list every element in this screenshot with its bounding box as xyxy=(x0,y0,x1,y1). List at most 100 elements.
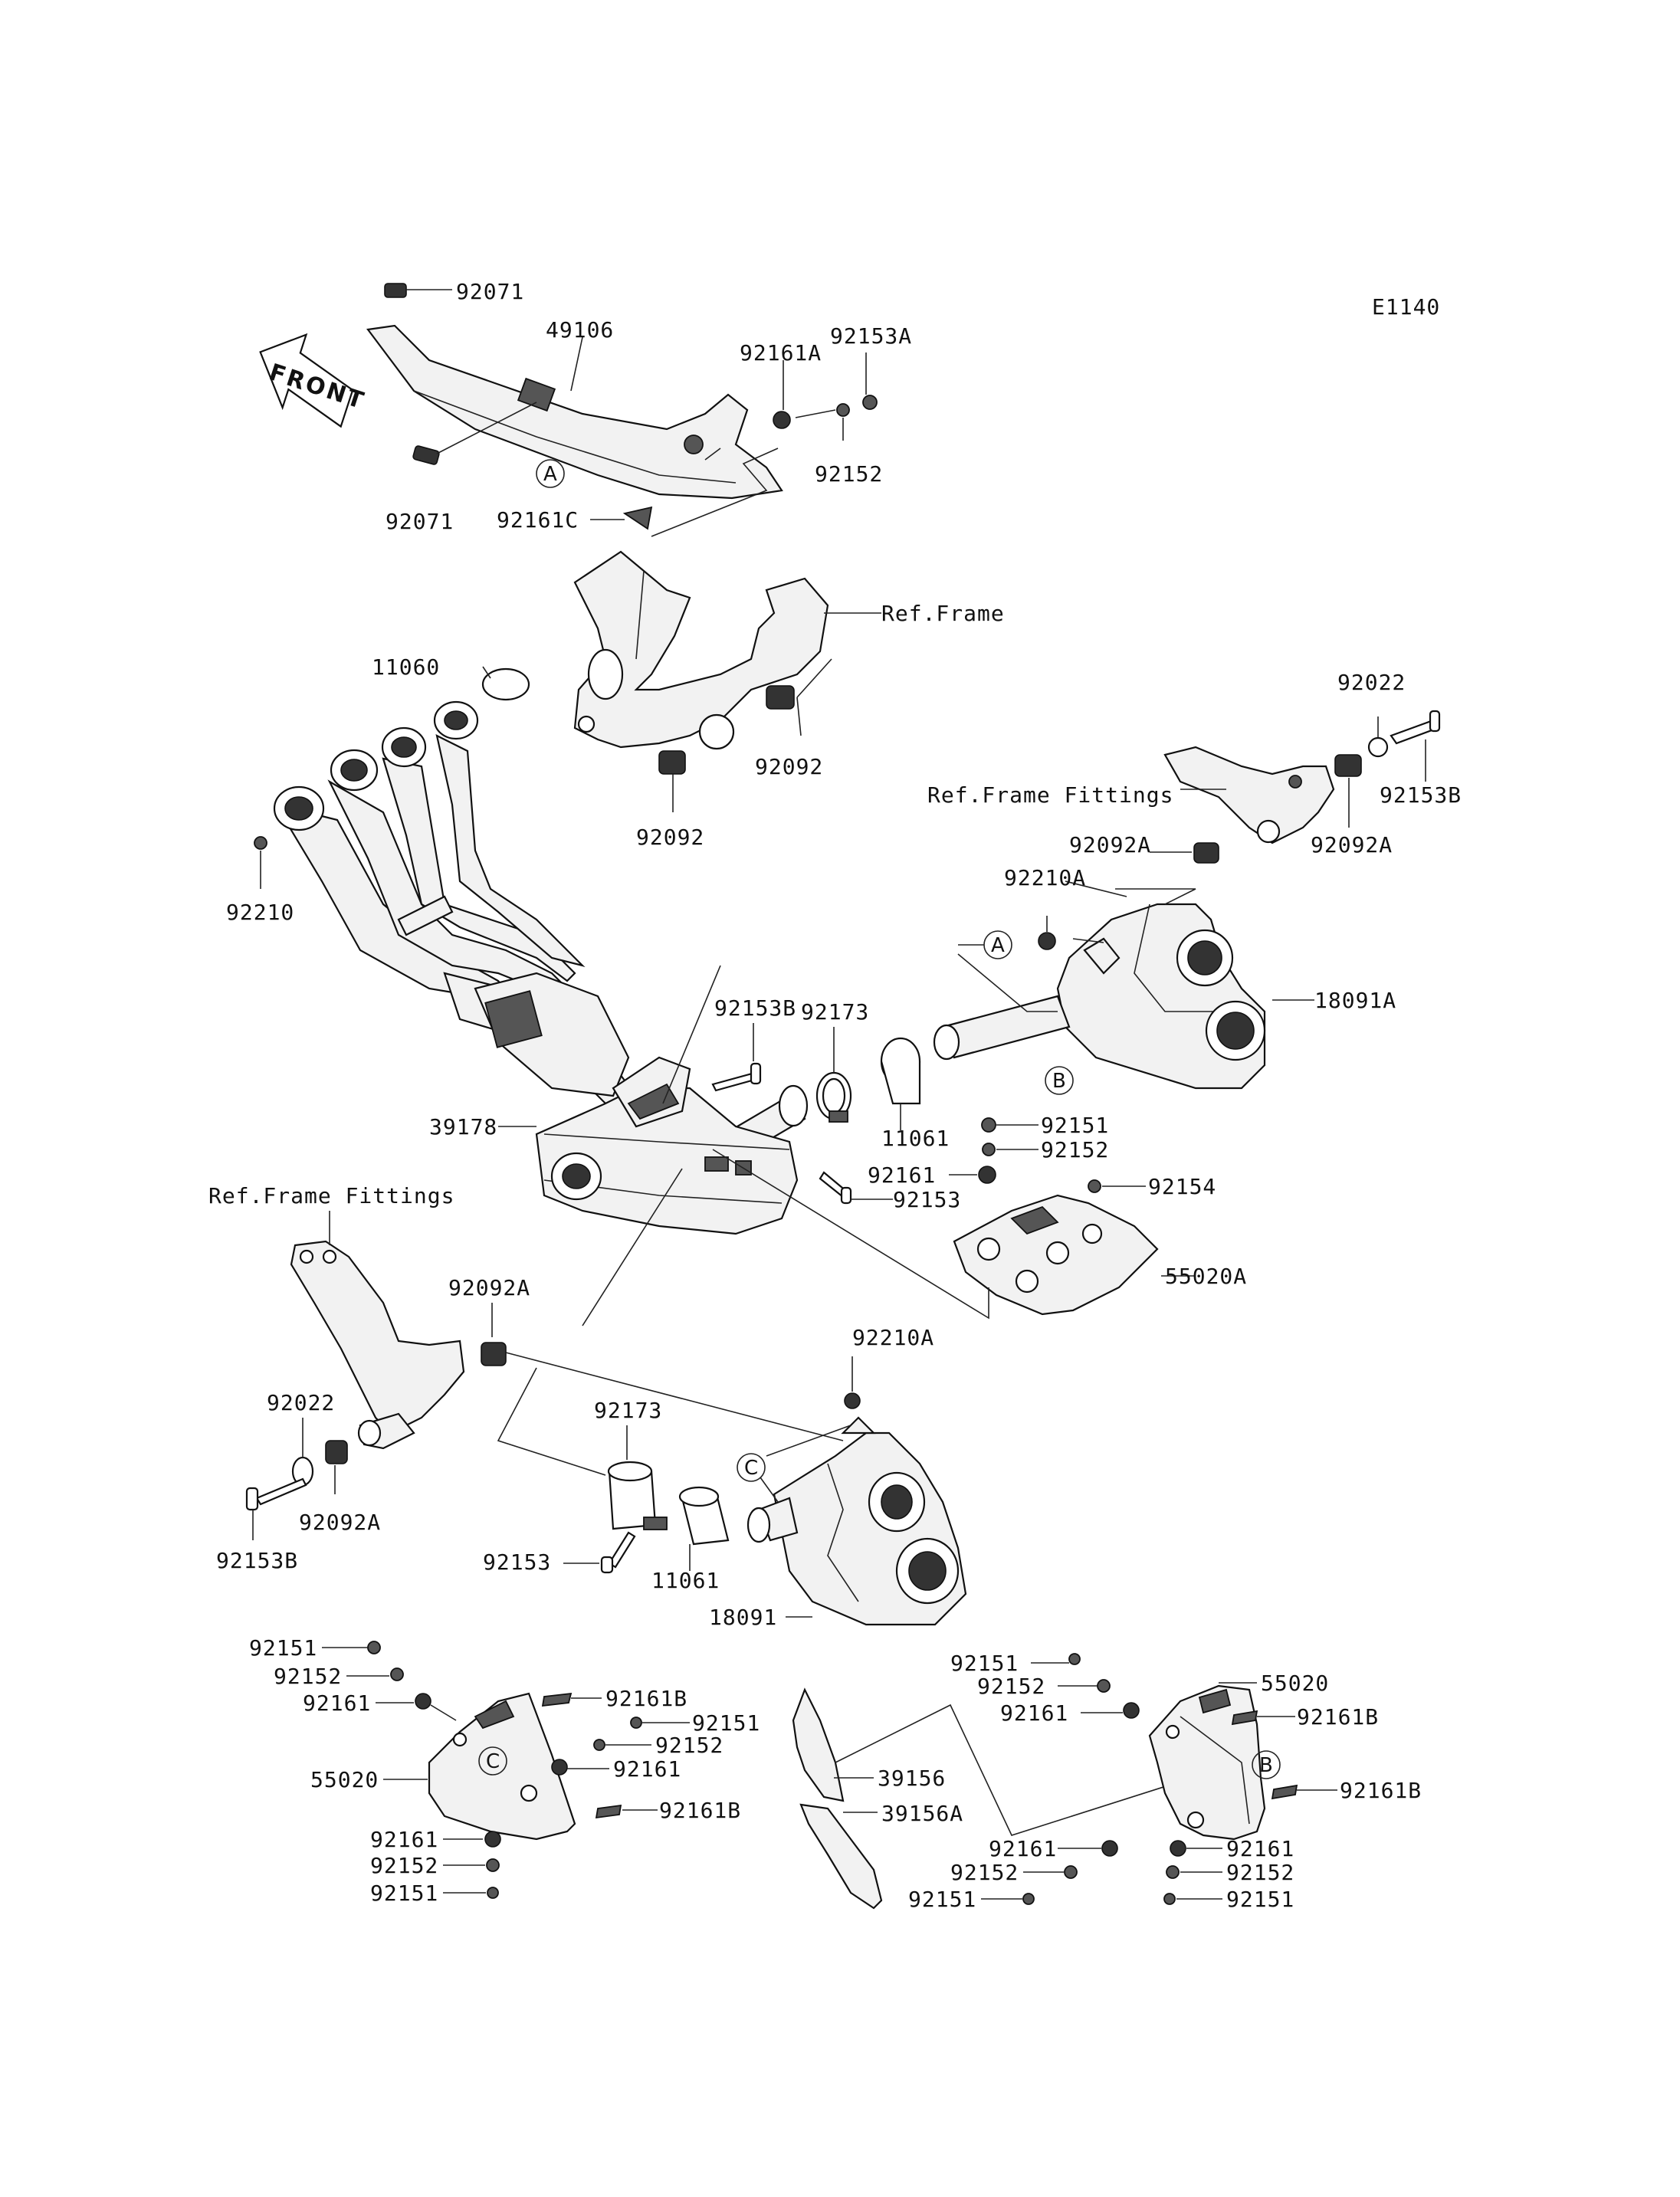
bolt-92153b-mid[interactable] xyxy=(711,1062,762,1092)
screw-92154[interactable] xyxy=(1088,1179,1101,1193)
screw-92151-br-a[interactable] xyxy=(1068,1653,1081,1665)
grommet-92161-br-c[interactable] xyxy=(1170,1840,1186,1857)
label-92153-low: 92153 xyxy=(483,1549,551,1575)
grommet-92161-mid[interactable] xyxy=(978,1166,996,1184)
grommet-92161-bl-b[interactable] xyxy=(551,1759,568,1776)
bolt-92153a[interactable] xyxy=(862,395,878,410)
collar-92152-br-b[interactable] xyxy=(1064,1865,1078,1879)
label-92092a-left-2: 92092A xyxy=(299,1510,381,1535)
label-92092a-left: 92092A xyxy=(448,1275,530,1300)
collar-92092a-right-1[interactable] xyxy=(1334,754,1362,777)
cover-39156a[interactable] xyxy=(799,1803,883,1910)
label-11060: 11060 xyxy=(372,654,440,680)
exhaust-header-pipes[interactable] xyxy=(273,700,638,1113)
clamp-92173-mid[interactable] xyxy=(815,1071,852,1123)
label-92161c: 92161C xyxy=(497,507,579,533)
heat-guard-49106[interactable] xyxy=(366,324,783,500)
label-92153a: 92153A xyxy=(830,323,912,349)
screw-92151-br-b[interactable] xyxy=(1022,1893,1035,1905)
collar-92152-bl-c[interactable] xyxy=(486,1858,500,1872)
label-11061-low: 11061 xyxy=(651,1568,720,1593)
bolt-92153-low[interactable] xyxy=(600,1531,636,1574)
screw-92151-bl-a[interactable] xyxy=(367,1641,381,1654)
collar-92152-top[interactable] xyxy=(836,403,850,417)
label-92022-left: 92022 xyxy=(267,1390,335,1415)
label-bl-55020: 55020 xyxy=(310,1767,379,1792)
nut-92210[interactable] xyxy=(254,836,267,850)
grommet-92161-bl-c[interactable] xyxy=(484,1831,501,1848)
cover-39156[interactable] xyxy=(792,1687,845,1802)
collar-92092a-left-2[interactable] xyxy=(325,1440,348,1464)
label-bc-39156a: 39156A xyxy=(881,1801,963,1826)
heat-cover-55020-left[interactable] xyxy=(428,1692,576,1841)
bolt-92153b-left[interactable] xyxy=(245,1477,307,1511)
collar-92152-br-a[interactable] xyxy=(1097,1679,1111,1693)
diagram-code: E1140 xyxy=(1372,294,1440,320)
label-br-92161b-b: 92161B xyxy=(1340,1778,1422,1803)
label-92154: 92154 xyxy=(1148,1174,1216,1199)
muffler-18091a[interactable] xyxy=(1056,903,1266,1090)
label-bl-92152-c: 92152 xyxy=(370,1853,438,1878)
gasket-11060[interactable] xyxy=(481,667,530,701)
ref-frame-label: Ref.Frame xyxy=(881,601,1005,626)
heat-cover-55020a[interactable] xyxy=(953,1194,1159,1316)
collar-92092-left[interactable] xyxy=(658,750,686,775)
label-bl-92161-c: 92161 xyxy=(370,1827,438,1852)
link-pipe-right[interactable] xyxy=(933,995,1071,1061)
bolt-92153-mid[interactable] xyxy=(819,1171,852,1205)
grommet-92161b-bl-a[interactable] xyxy=(541,1692,573,1707)
nut-92210a-low[interactable] xyxy=(844,1392,861,1409)
collar-92152-bl-b[interactable] xyxy=(593,1739,605,1751)
heat-cover-55020-right[interactable] xyxy=(1148,1684,1266,1841)
label-92210a-right: 92210A xyxy=(1004,865,1086,890)
label-92152-top: 92152 xyxy=(815,461,883,487)
label-18091: 18091 xyxy=(709,1605,777,1630)
collar-92092a-left[interactable] xyxy=(481,1342,507,1366)
callout-b-mid: B xyxy=(1052,1070,1066,1093)
clip-92071-top[interactable] xyxy=(384,283,407,298)
label-18091a: 18091A xyxy=(1314,988,1396,1013)
screw-92151-mid[interactable] xyxy=(981,1117,996,1133)
screw-92151-bl-b[interactable] xyxy=(630,1717,642,1729)
clamp-92173-low[interactable] xyxy=(607,1461,668,1530)
label-br-55020: 55020 xyxy=(1261,1671,1329,1696)
label-bl-92161b-b: 92161B xyxy=(659,1798,741,1823)
collar-92092-right[interactable] xyxy=(766,685,795,710)
label-br-92151-a: 92151 xyxy=(950,1651,1019,1676)
nut-92210a-right[interactable] xyxy=(1038,932,1056,950)
label-bl-92151-a: 92151 xyxy=(249,1635,317,1661)
screw-92151-bl-c[interactable] xyxy=(487,1887,499,1899)
grommet-92161a[interactable] xyxy=(773,411,791,429)
grommet-92161b-br-a[interactable] xyxy=(1231,1710,1258,1726)
grommet-92161c[interactable] xyxy=(622,506,653,530)
sleeve-11061-mid[interactable] xyxy=(880,1037,921,1105)
sleeve-11061-low[interactable] xyxy=(678,1486,730,1546)
collar-92152-bl-a[interactable] xyxy=(390,1667,404,1681)
pre-chamber-39178[interactable] xyxy=(535,1056,799,1235)
label-92092-right: 92092 xyxy=(755,754,823,779)
label-92092a-right-1: 92092A xyxy=(1311,832,1393,857)
callout-a-top: A xyxy=(543,463,557,486)
front-direction-arrow: FRONT xyxy=(259,333,369,428)
grommet-92161-bl-a[interactable] xyxy=(415,1693,431,1710)
label-49106: 49106 xyxy=(546,317,614,343)
collar-92092a-right-2[interactable] xyxy=(1193,842,1219,864)
label-br-92161-c: 92161 xyxy=(1226,1836,1294,1861)
muffler-18091[interactable] xyxy=(746,1416,967,1626)
grommet-92161-br-b[interactable] xyxy=(1101,1840,1118,1857)
collar-92152-br-c[interactable] xyxy=(1166,1865,1180,1879)
label-bl-92161-a: 92161 xyxy=(303,1690,371,1716)
grommet-92161b-br-b[interactable] xyxy=(1271,1784,1298,1800)
collar-92152-mid[interactable] xyxy=(982,1143,996,1156)
label-bl-92152-b: 92152 xyxy=(655,1733,724,1758)
grommet-92161b-bl-b[interactable] xyxy=(595,1804,622,1819)
clip-92071-bottom[interactable] xyxy=(412,445,440,465)
bolt-92153b-right[interactable] xyxy=(1390,710,1441,745)
ref-frame-fittings-left: Ref.Frame Fittings xyxy=(208,1183,454,1208)
washer-92022-right[interactable] xyxy=(1367,736,1389,758)
label-92153b-left: 92153B xyxy=(216,1548,298,1573)
screw-92151-br-c[interactable] xyxy=(1163,1893,1176,1905)
grommet-92161-br-a[interactable] xyxy=(1123,1702,1140,1719)
label-92210: 92210 xyxy=(226,900,294,925)
